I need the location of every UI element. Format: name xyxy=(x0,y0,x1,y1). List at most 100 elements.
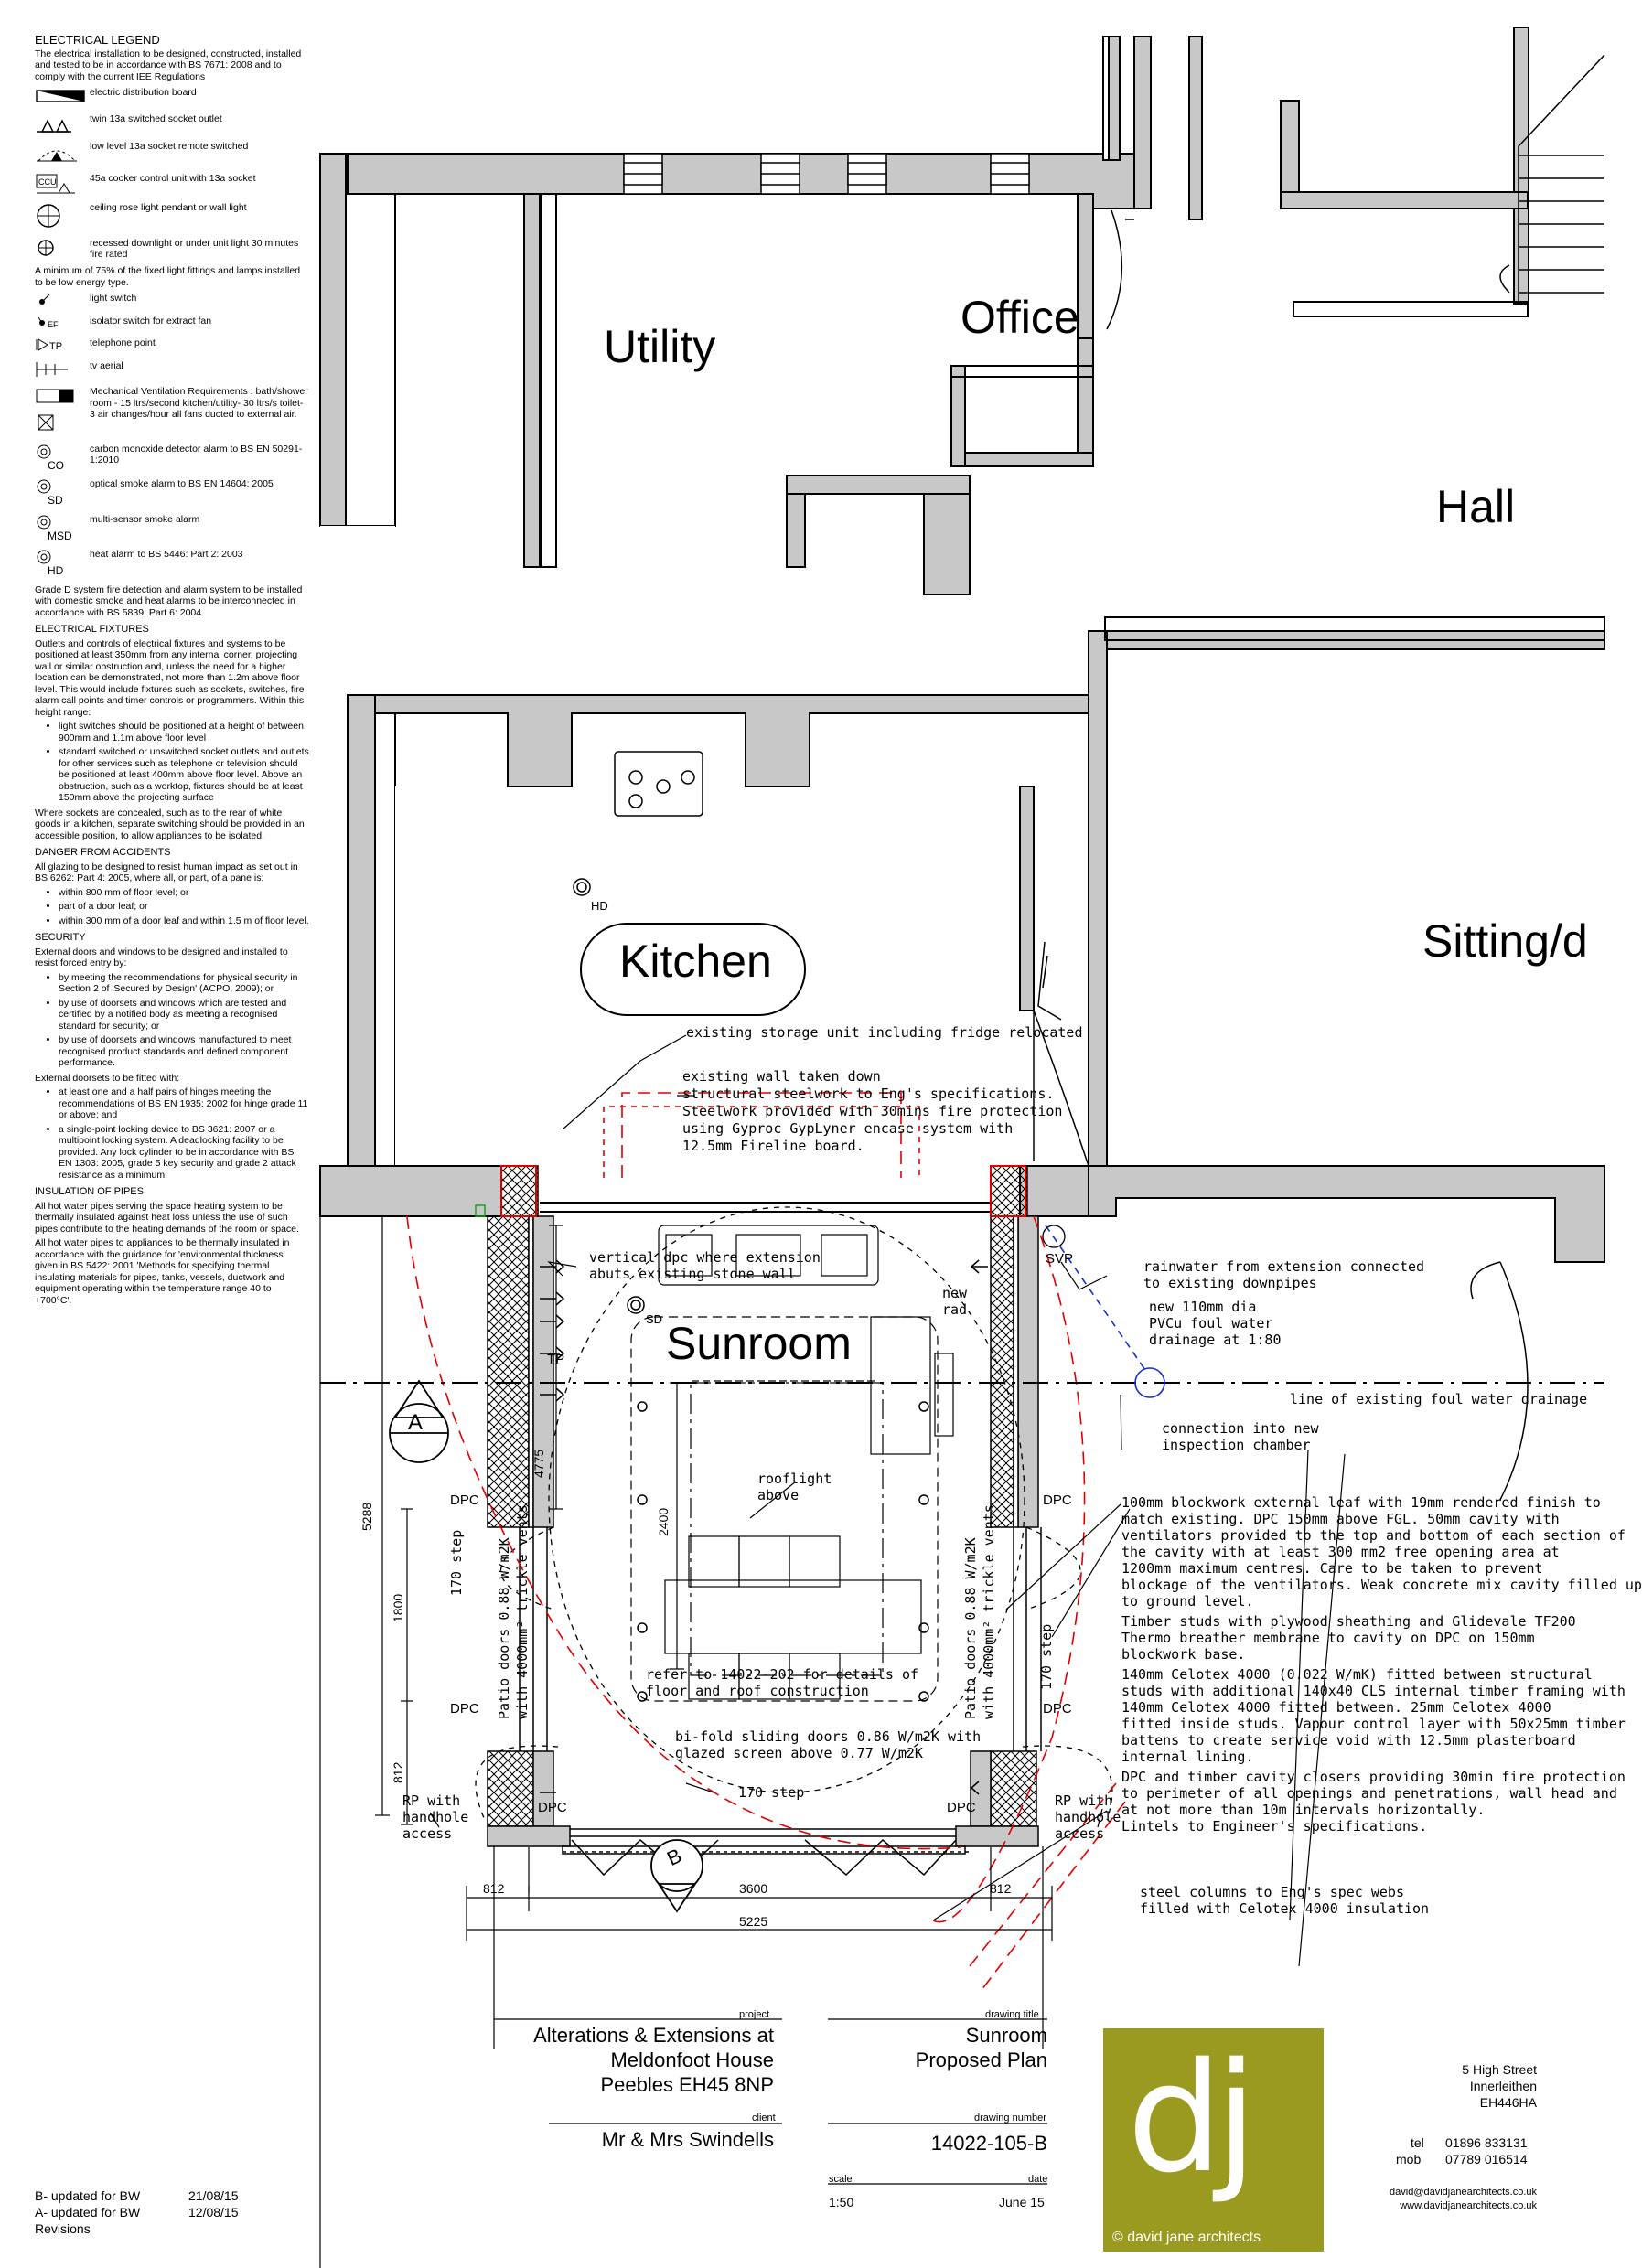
legend-intro: The electrical installation to be design… xyxy=(35,48,302,82)
note-line: Patio doors 0.88 W/m2K xyxy=(962,1537,979,1719)
room-label-utility: Utility xyxy=(604,321,716,372)
fixtures-after: Where sockets are concealed, such as to … xyxy=(35,807,305,841)
note-line: 1200mm maximum centres. Care to be taken… xyxy=(1121,1560,1543,1577)
dim-5288: 5288 xyxy=(360,1502,374,1531)
telephone-point-icon: TP xyxy=(36,338,62,352)
note-line: DPC and timber cavity closers providing … xyxy=(1121,1769,1626,1785)
sitting-door-arc xyxy=(1499,1261,1529,1501)
note-bifold: bi-fold sliding doors 0.86 W/m2K with gl… xyxy=(675,1728,981,1761)
light-switch-icon xyxy=(39,294,50,305)
legend-symbol-row: HD heat alarm to BS 5446: Part 2: 2003 xyxy=(35,549,309,580)
leader-lines xyxy=(429,1034,1346,1967)
note-line: glazed screen above 0.77 W/m2K xyxy=(675,1745,923,1761)
label-dpc-4: DPC xyxy=(1043,1701,1072,1717)
note-line: blockwork base. xyxy=(1121,1646,1246,1663)
sitting-arc-2 xyxy=(1470,1261,1501,1300)
legend-symbol-row: Mechanical Ventilation Requirements : ba… xyxy=(35,386,309,439)
danger-list: within 800 mm of floor level; or part of… xyxy=(35,887,309,927)
electrical-legend: ELECTRICAL LEGEND The electrical install… xyxy=(35,33,309,1309)
note-line: new 110mm dia xyxy=(1149,1299,1257,1315)
tb-date: June 15 xyxy=(999,2195,1045,2209)
label-dpc-5: DPC xyxy=(538,1800,567,1815)
list-item: within 800 mm of floor level; or xyxy=(59,887,309,899)
label-dpc-2: DPC xyxy=(1043,1492,1072,1508)
kitchen-island xyxy=(580,923,806,1016)
tb-address-line: EH446HA xyxy=(1479,2095,1537,2110)
list-item: within 300 mm of a door leaf and within … xyxy=(59,915,309,927)
note-line: connection into new xyxy=(1162,1420,1319,1437)
note-line: using Gyproc GypLyner encase system with xyxy=(682,1120,1014,1137)
ccu-code: CCU xyxy=(38,177,57,187)
note-line: PVCu foul water xyxy=(1149,1315,1273,1332)
note-spec: 100mm blockwork external leaf with 19mm … xyxy=(1121,1494,1642,1835)
note-line: 140mm Celotex 4000 (0.022 W/mK) fitted b… xyxy=(1121,1666,1593,1683)
label-sd: SD xyxy=(646,1312,663,1326)
sunroom-walls xyxy=(487,1165,1039,1847)
label-dpc-1: DPC xyxy=(450,1492,479,1508)
legend-symbol-row: CCU 45a cooker control unit with 13a soc… xyxy=(35,173,309,198)
legend-symbol-row: CO carbon monoxide detector alarm to BS … xyxy=(35,444,309,475)
list-item: a single-point locking device to BS 3621… xyxy=(59,1124,309,1182)
tb-scale-label: scale xyxy=(829,2174,853,2185)
tb-mob: 07789 016514 xyxy=(1445,2152,1528,2166)
dim-3600: 3600 xyxy=(739,1881,768,1896)
note-vertical-dpc: vertical dpc where extension abuts exist… xyxy=(589,1249,821,1282)
note-connection: connection into new inspection chamber xyxy=(1162,1420,1319,1453)
security-text: External doors and windows to be designe… xyxy=(35,946,288,969)
note-foul-water: new 110mm dia PVCu foul water drainage a… xyxy=(1149,1299,1282,1348)
note-line-drainage: line of existing foul water drainage xyxy=(1290,1391,1588,1407)
tb-email[interactable]: david@davidjanearchitects.co.uk xyxy=(1390,2187,1537,2198)
staircase xyxy=(1499,54,1605,302)
tb-web[interactable]: www.davidjanearchitects.co.uk xyxy=(1400,2200,1537,2211)
note-line: access xyxy=(402,1825,453,1842)
legend-label: recessed downlight or under unit light 3… xyxy=(90,237,299,261)
legend-label: ceiling rose light pendant or wall light xyxy=(90,202,247,213)
note-line: bi-fold sliding doors 0.86 W/m2K with xyxy=(675,1728,982,1745)
multi-sensor-icon: MSD xyxy=(37,515,72,542)
downlight-icon xyxy=(38,239,54,256)
label-tp: TP xyxy=(547,1352,565,1367)
tb-scale: 1:50 xyxy=(829,2195,854,2209)
list-item: standard switched or unswitched socket o… xyxy=(59,746,309,804)
note-storage: existing storage unit including fridge r… xyxy=(686,1024,1083,1041)
tb-address-line: 5 High Street xyxy=(1462,2062,1537,2077)
legend-label: 45a cooker control unit with 13a socket xyxy=(90,172,256,184)
list-item: by use of doorsets and windows which are… xyxy=(59,998,309,1032)
revisions-label: Revisions xyxy=(35,2221,91,2236)
note-line: fitted inside studs. Vapour control laye… xyxy=(1121,1716,1626,1732)
dim-5225: 5225 xyxy=(739,1914,768,1929)
note-line: to perimeter of all openings and penetra… xyxy=(1121,1785,1617,1802)
note-line: rainwater from extension connected xyxy=(1143,1258,1425,1275)
legend-title: ELECTRICAL LEGEND xyxy=(35,33,160,47)
legend-label: Mechanical Ventilation Requirements : ba… xyxy=(90,386,308,420)
low-level-socket-icon xyxy=(37,150,77,162)
note-line: the cavity with at least 300 mm2 free op… xyxy=(1121,1544,1560,1560)
tb-number: 14022-105-B xyxy=(930,2132,1047,2155)
section-marker-a: A xyxy=(408,1410,424,1435)
note-line: rooflight xyxy=(757,1471,832,1487)
legend-symbol-row: electric distribution board xyxy=(35,87,309,109)
dim-1800: 1800 xyxy=(391,1593,405,1622)
note-steel: steel columns to Eng's spec webs filled … xyxy=(1140,1884,1429,1917)
note-line: refer to 14022-202 for details of xyxy=(646,1666,919,1683)
note-line: 12.5mm Fireline board. xyxy=(682,1138,864,1154)
section-markers xyxy=(389,1379,703,1913)
legend-symbol-row: MSD multi-sensor smoke alarm xyxy=(35,514,309,545)
socket-symbols xyxy=(540,878,988,1795)
note-line: ventilators provided to the top and bott… xyxy=(1121,1527,1626,1544)
note-line: Thermo breather membrane to cavity on DP… xyxy=(1121,1630,1535,1646)
steel-red-right xyxy=(990,1165,1026,1217)
doorsets-list: at least one and a half pairs of hinges … xyxy=(35,1086,309,1181)
legend-label: telephone point xyxy=(90,337,156,348)
legend-label: multi-sensor smoke alarm xyxy=(90,513,200,525)
note-line: rad xyxy=(942,1301,968,1318)
note-line: structural steelwork to Eng's specificat… xyxy=(682,1086,1055,1102)
legend-symbol-row: light switch xyxy=(35,293,309,311)
tb-title-line: Proposed Plan xyxy=(915,2049,1047,2071)
note-line: above xyxy=(757,1487,800,1503)
list-item: by use of doorsets and windows manufactu… xyxy=(59,1034,309,1069)
note-line: 100mm blockwork external leaf with 19mm … xyxy=(1121,1494,1601,1511)
note-line: to existing downpipes xyxy=(1143,1275,1317,1291)
danger-text: All glazing to be designed to resist hum… xyxy=(35,861,298,884)
legend-symbol-row: low level 13a socket remote switched xyxy=(35,141,309,168)
